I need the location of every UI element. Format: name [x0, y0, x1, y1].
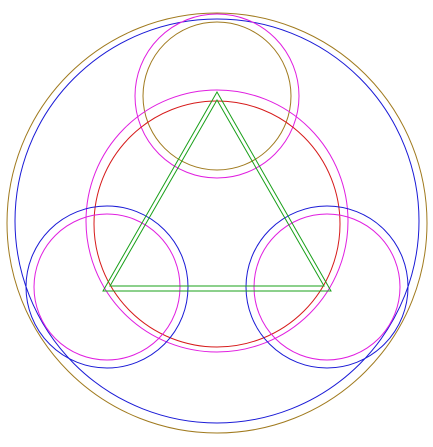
top-olive-circle — [142, 21, 292, 171]
outer-blue-circle — [14, 18, 420, 424]
right-magenta-circle — [253, 213, 401, 361]
left-blue-circle — [25, 205, 189, 369]
right-blue-circle — [245, 205, 409, 369]
outer-olive-circle — [6, 12, 428, 434]
outer-green-triangle — [102, 90, 332, 292]
top-magenta-circle — [134, 13, 300, 179]
inner-green-triangle — [109, 98, 325, 287]
center-magenta-circle — [85, 89, 349, 353]
left-magenta-circle — [33, 213, 181, 361]
